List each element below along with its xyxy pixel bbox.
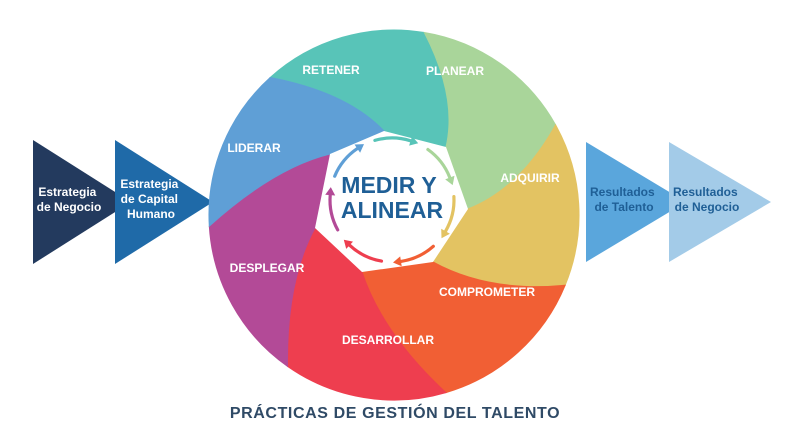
left-arrow-human-capital-strategy — [115, 140, 213, 264]
segment-label-desplegar: DESPLEGAR — [230, 261, 305, 275]
cycle-arrow-yellow — [441, 195, 456, 239]
segment-label-desarrollar: DESARROLLAR — [342, 333, 434, 347]
center-label: MEDIR Y ALINEAR — [341, 172, 444, 223]
right-arrow-talent-results — [586, 142, 686, 262]
cycle-arrow-blue — [333, 144, 364, 178]
cycle-arrow-orange — [393, 244, 435, 267]
right-arrow-business-results-label: Resultados de Negocio — [673, 185, 741, 214]
cycle-arrow-purple — [325, 187, 340, 232]
right-arrow-talent-results-label: Resultados de Talento — [590, 185, 658, 214]
center-heptagon — [315, 131, 468, 272]
segment-label-retener: RETENER — [302, 63, 360, 77]
segment-label-planear: PLANEAR — [426, 64, 484, 78]
cycle-arrow-teal — [373, 136, 419, 146]
segment-label-liderar: LIDERAR — [227, 141, 281, 155]
segment-liderar — [208, 76, 385, 228]
segment-label-comprometer: COMPROMETER — [439, 285, 535, 299]
cycle-arrow-green — [426, 147, 455, 186]
left-arrow-business-strategy — [33, 140, 131, 264]
cycle-arrow-red — [343, 239, 384, 263]
talent-wheel — [208, 29, 580, 401]
cycle-arrows — [325, 136, 456, 267]
right-arrow-business-results — [669, 142, 771, 262]
left-arrow-human-capital-strategy-label: Estrategia de Capital Humano — [120, 177, 181, 221]
left-arrow-business-strategy-label: Estrategia de Negocio — [37, 185, 102, 214]
segment-label-adquirir: ADQUIRIR — [500, 171, 560, 185]
footer-title: PRÁCTICAS DE GESTIÓN DEL TALENTO — [230, 403, 560, 422]
